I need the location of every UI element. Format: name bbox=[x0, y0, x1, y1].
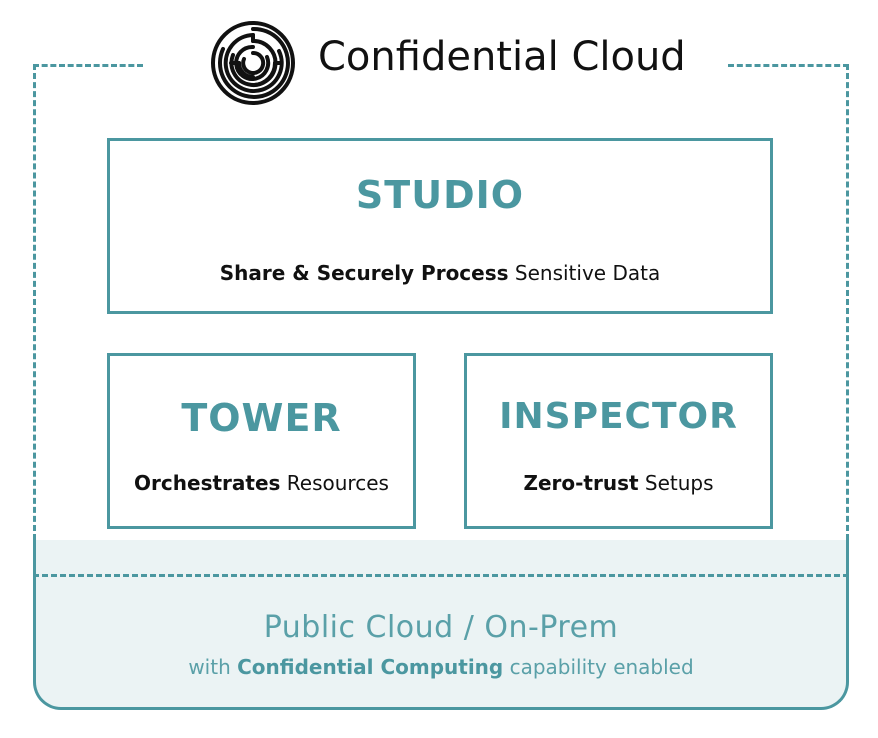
page-title: Confidential Cloud bbox=[318, 34, 686, 80]
platform-sub-prefix: with bbox=[188, 655, 238, 679]
studio-desc-bold: Share & Securely Process bbox=[219, 261, 509, 285]
inspector-desc-bold: Zero-trust bbox=[523, 471, 639, 495]
tower-title: TOWER bbox=[181, 396, 342, 440]
inspector-desc-rest: Setups bbox=[638, 471, 714, 495]
studio-description: Share & Securely Process Sensitive Data bbox=[110, 261, 770, 285]
tower-desc-rest: Resources bbox=[280, 471, 389, 495]
platform-layer bbox=[33, 540, 849, 710]
inspector-description: Zero-trust Setups bbox=[467, 471, 770, 495]
platform-divider-dash bbox=[33, 574, 849, 577]
studio-box: STUDIO Share & Securely Process Sensitiv… bbox=[107, 138, 773, 314]
inspector-title: INSPECTOR bbox=[499, 396, 738, 437]
platform-sub-bold: Confidential Computing bbox=[237, 655, 504, 679]
studio-title: STUDIO bbox=[355, 173, 525, 217]
tower-desc-bold: Orchestrates bbox=[134, 471, 281, 495]
tower-description: Orchestrates Resources bbox=[110, 471, 413, 495]
frame-right-dash bbox=[846, 64, 849, 540]
platform-sub-suffix: capability enabled bbox=[503, 655, 694, 679]
platform-subtitle: with Confidential Computing capability e… bbox=[33, 655, 849, 679]
maze-logo-icon bbox=[209, 19, 297, 107]
tower-box: TOWER Orchestrates Resources bbox=[107, 353, 416, 529]
frame-top-right-dash bbox=[728, 64, 849, 67]
platform-title: Public Cloud / On-Prem bbox=[263, 610, 619, 645]
frame-left-dash bbox=[33, 64, 36, 540]
frame-top-left-dash bbox=[33, 64, 143, 67]
studio-desc-rest: Sensitive Data bbox=[508, 261, 661, 285]
inspector-box: INSPECTOR Zero-trust Setups bbox=[464, 353, 773, 529]
